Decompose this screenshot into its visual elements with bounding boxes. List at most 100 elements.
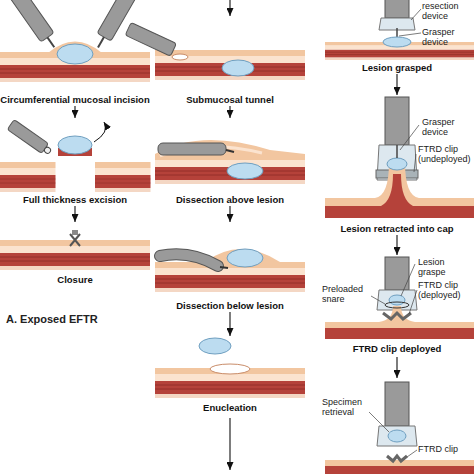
deploy-art (325, 306, 474, 328)
retrieval-art (325, 382, 474, 474)
grasp-art (399, 33, 421, 36)
exposed-incision-art (5, 0, 54, 42)
retract-art (325, 206, 474, 218)
retract-art (385, 97, 409, 145)
step-caption: Full thickness excision (23, 195, 127, 206)
deploy-art (383, 313, 411, 319)
enucleation-art (210, 364, 250, 374)
deploy-art (325, 328, 474, 339)
callout-label: Preloaded snare (322, 284, 370, 305)
tunnel-art (125, 0, 305, 80)
exposed-excision-art (58, 136, 92, 154)
retrieval-art (385, 382, 409, 426)
exposed-incision-art (57, 44, 93, 64)
dissection-above-art (158, 143, 226, 155)
retrieval-art (325, 466, 474, 474)
flow-arrow (229, 106, 230, 118)
callout-label: Grasper device (422, 117, 474, 138)
step-panel: Dissection below lesion (155, 222, 305, 312)
tunnel-art (125, 22, 176, 56)
deploy-art (325, 257, 474, 378)
deploy-art (371, 296, 385, 304)
callout-label: resection device (422, 1, 474, 22)
retract-art (396, 145, 398, 158)
callout-label: Lesion graspe (418, 257, 474, 278)
step-panel: Lesion retracted into cap (320, 95, 474, 235)
deploy-art (389, 295, 405, 305)
dissection-below-art (220, 267, 228, 268)
exposed-incision-art (0, 0, 150, 82)
tunnel-art (155, 50, 305, 80)
step-caption: Lesion retracted into cap (341, 224, 454, 235)
enucleation-art (229, 418, 230, 470)
grasp-art (383, 37, 411, 47)
step-panel: Dissection above lesion (155, 118, 305, 206)
step-caption: Dissection below lesion (176, 301, 284, 312)
exposed-excision-art (0, 120, 151, 192)
grasp-art (325, 0, 474, 60)
enucleation-art (199, 338, 231, 354)
dissection-above-art (226, 150, 234, 152)
retract-art (381, 174, 413, 206)
dissection-below-art (227, 249, 263, 267)
grasp-art (411, 9, 421, 20)
step-panel: Full thickness excision (0, 118, 150, 206)
exposed-incision-art (5, 0, 61, 52)
step-panel: Closure (0, 222, 150, 286)
retract-art (414, 154, 416, 172)
retrieval-art (369, 412, 389, 432)
exposed-incision-art (98, 37, 104, 47)
callout-label: FTRD clip (deployed) (418, 280, 474, 301)
closure-art (0, 240, 150, 270)
exposed-excision-art (94, 122, 106, 142)
flow-arrow (74, 206, 75, 222)
step-caption: FTRD clip deployed (353, 344, 442, 355)
tunnel-art (222, 60, 254, 76)
tunnel-art (125, 22, 176, 56)
callout-label: FTRD clip (418, 444, 474, 454)
retrieval-art (388, 430, 406, 442)
callout-label: FTRD clip (undeployed) (418, 144, 474, 165)
exposed-excision-art (0, 162, 56, 192)
step-caption: Submucosal tunnel (186, 95, 274, 106)
step-caption: Enucleation (203, 403, 257, 414)
callout-label: Specimen retrieval (322, 397, 368, 418)
deploy-art (409, 290, 417, 314)
exposed-incision-art (47, 37, 54, 47)
step-panel: FTRD clip deployed (320, 255, 474, 355)
retrieval-art (387, 456, 407, 461)
closure-art (0, 230, 150, 270)
exposed-excision-art (7, 120, 53, 157)
flow-arrow (74, 106, 75, 118)
callout-label: Grasper device (422, 27, 474, 48)
step-panel: Submucosal tunnel (155, 18, 305, 106)
deploy-art (396, 357, 397, 378)
dissection-below-art (155, 249, 305, 292)
dissection-above-art (155, 154, 305, 184)
dissection-below-art (160, 254, 218, 266)
dissection-below-art (160, 254, 218, 266)
step-caption: Closure (57, 275, 92, 286)
exposed-excision-art (7, 120, 48, 154)
flow-arrow (396, 235, 397, 255)
retract-art (325, 97, 474, 218)
closure-art (72, 230, 78, 235)
step-caption: Lesion grasped (362, 63, 432, 74)
dissection-below-art (155, 262, 305, 292)
retract-art (387, 158, 407, 170)
tunnel-art (172, 54, 188, 60)
step-caption: Dissection above lesion (176, 195, 284, 206)
deploy-art (385, 257, 409, 290)
dissection-above-art (155, 140, 305, 184)
grasp-art (385, 0, 409, 18)
retract-art (400, 125, 419, 150)
step-caption: Circumferential mucosal incision (0, 95, 149, 106)
exposed-excision-art (95, 162, 151, 192)
enucleation-art (155, 338, 305, 470)
tunnel-art (229, 0, 230, 16)
step-panel: Circumferential mucosal incision (0, 0, 150, 106)
deploy-art (385, 302, 409, 308)
exposed-excision-art (43, 146, 51, 154)
flow-arrow (396, 74, 397, 95)
